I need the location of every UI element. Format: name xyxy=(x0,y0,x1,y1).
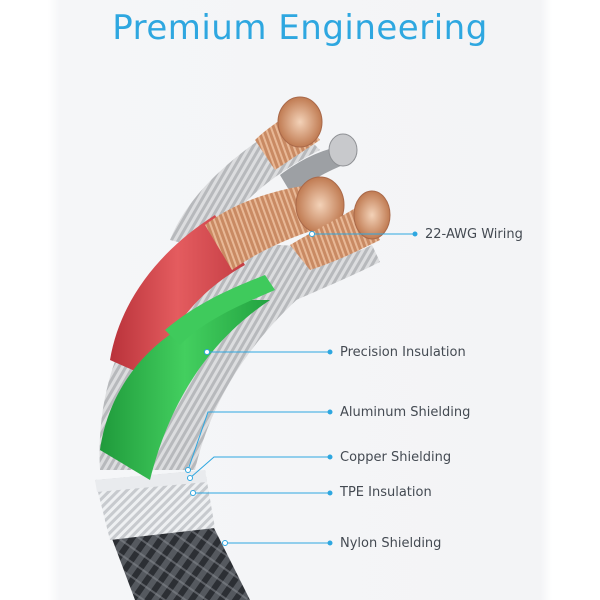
callout-label-precision-insulation: Precision Insulation xyxy=(340,345,466,360)
red-insulated-wire xyxy=(110,215,245,380)
copper-wire-bundles xyxy=(205,96,391,270)
callout-label-nylon-shielding: Nylon Shielding xyxy=(340,536,442,551)
green-insulated-wire xyxy=(100,275,275,480)
callout-label-copper-shielding: Copper Shielding xyxy=(340,450,452,465)
leader-aluminum-shielding xyxy=(185,409,333,473)
page-title: Premium Engineering xyxy=(112,8,488,48)
callout-leaders xyxy=(185,231,418,546)
leader-22awg-wiring xyxy=(309,231,418,237)
metal-ferrule xyxy=(95,470,215,540)
leader-nylon-shielding xyxy=(222,540,333,546)
grey-insulated-wire xyxy=(280,133,358,195)
leader-precision-insulation xyxy=(204,349,333,355)
callout-label-22awg-wiring: 22-AWG Wiring xyxy=(425,227,523,242)
callout-label-tpe-insulation: TPE Insulation xyxy=(340,485,432,500)
callout-label-aluminum-shielding: Aluminum Shielding xyxy=(340,405,471,420)
leader-tpe-insulation xyxy=(190,490,333,496)
nylon-braided-jacket xyxy=(105,520,250,600)
leader-copper-shielding xyxy=(187,454,333,481)
